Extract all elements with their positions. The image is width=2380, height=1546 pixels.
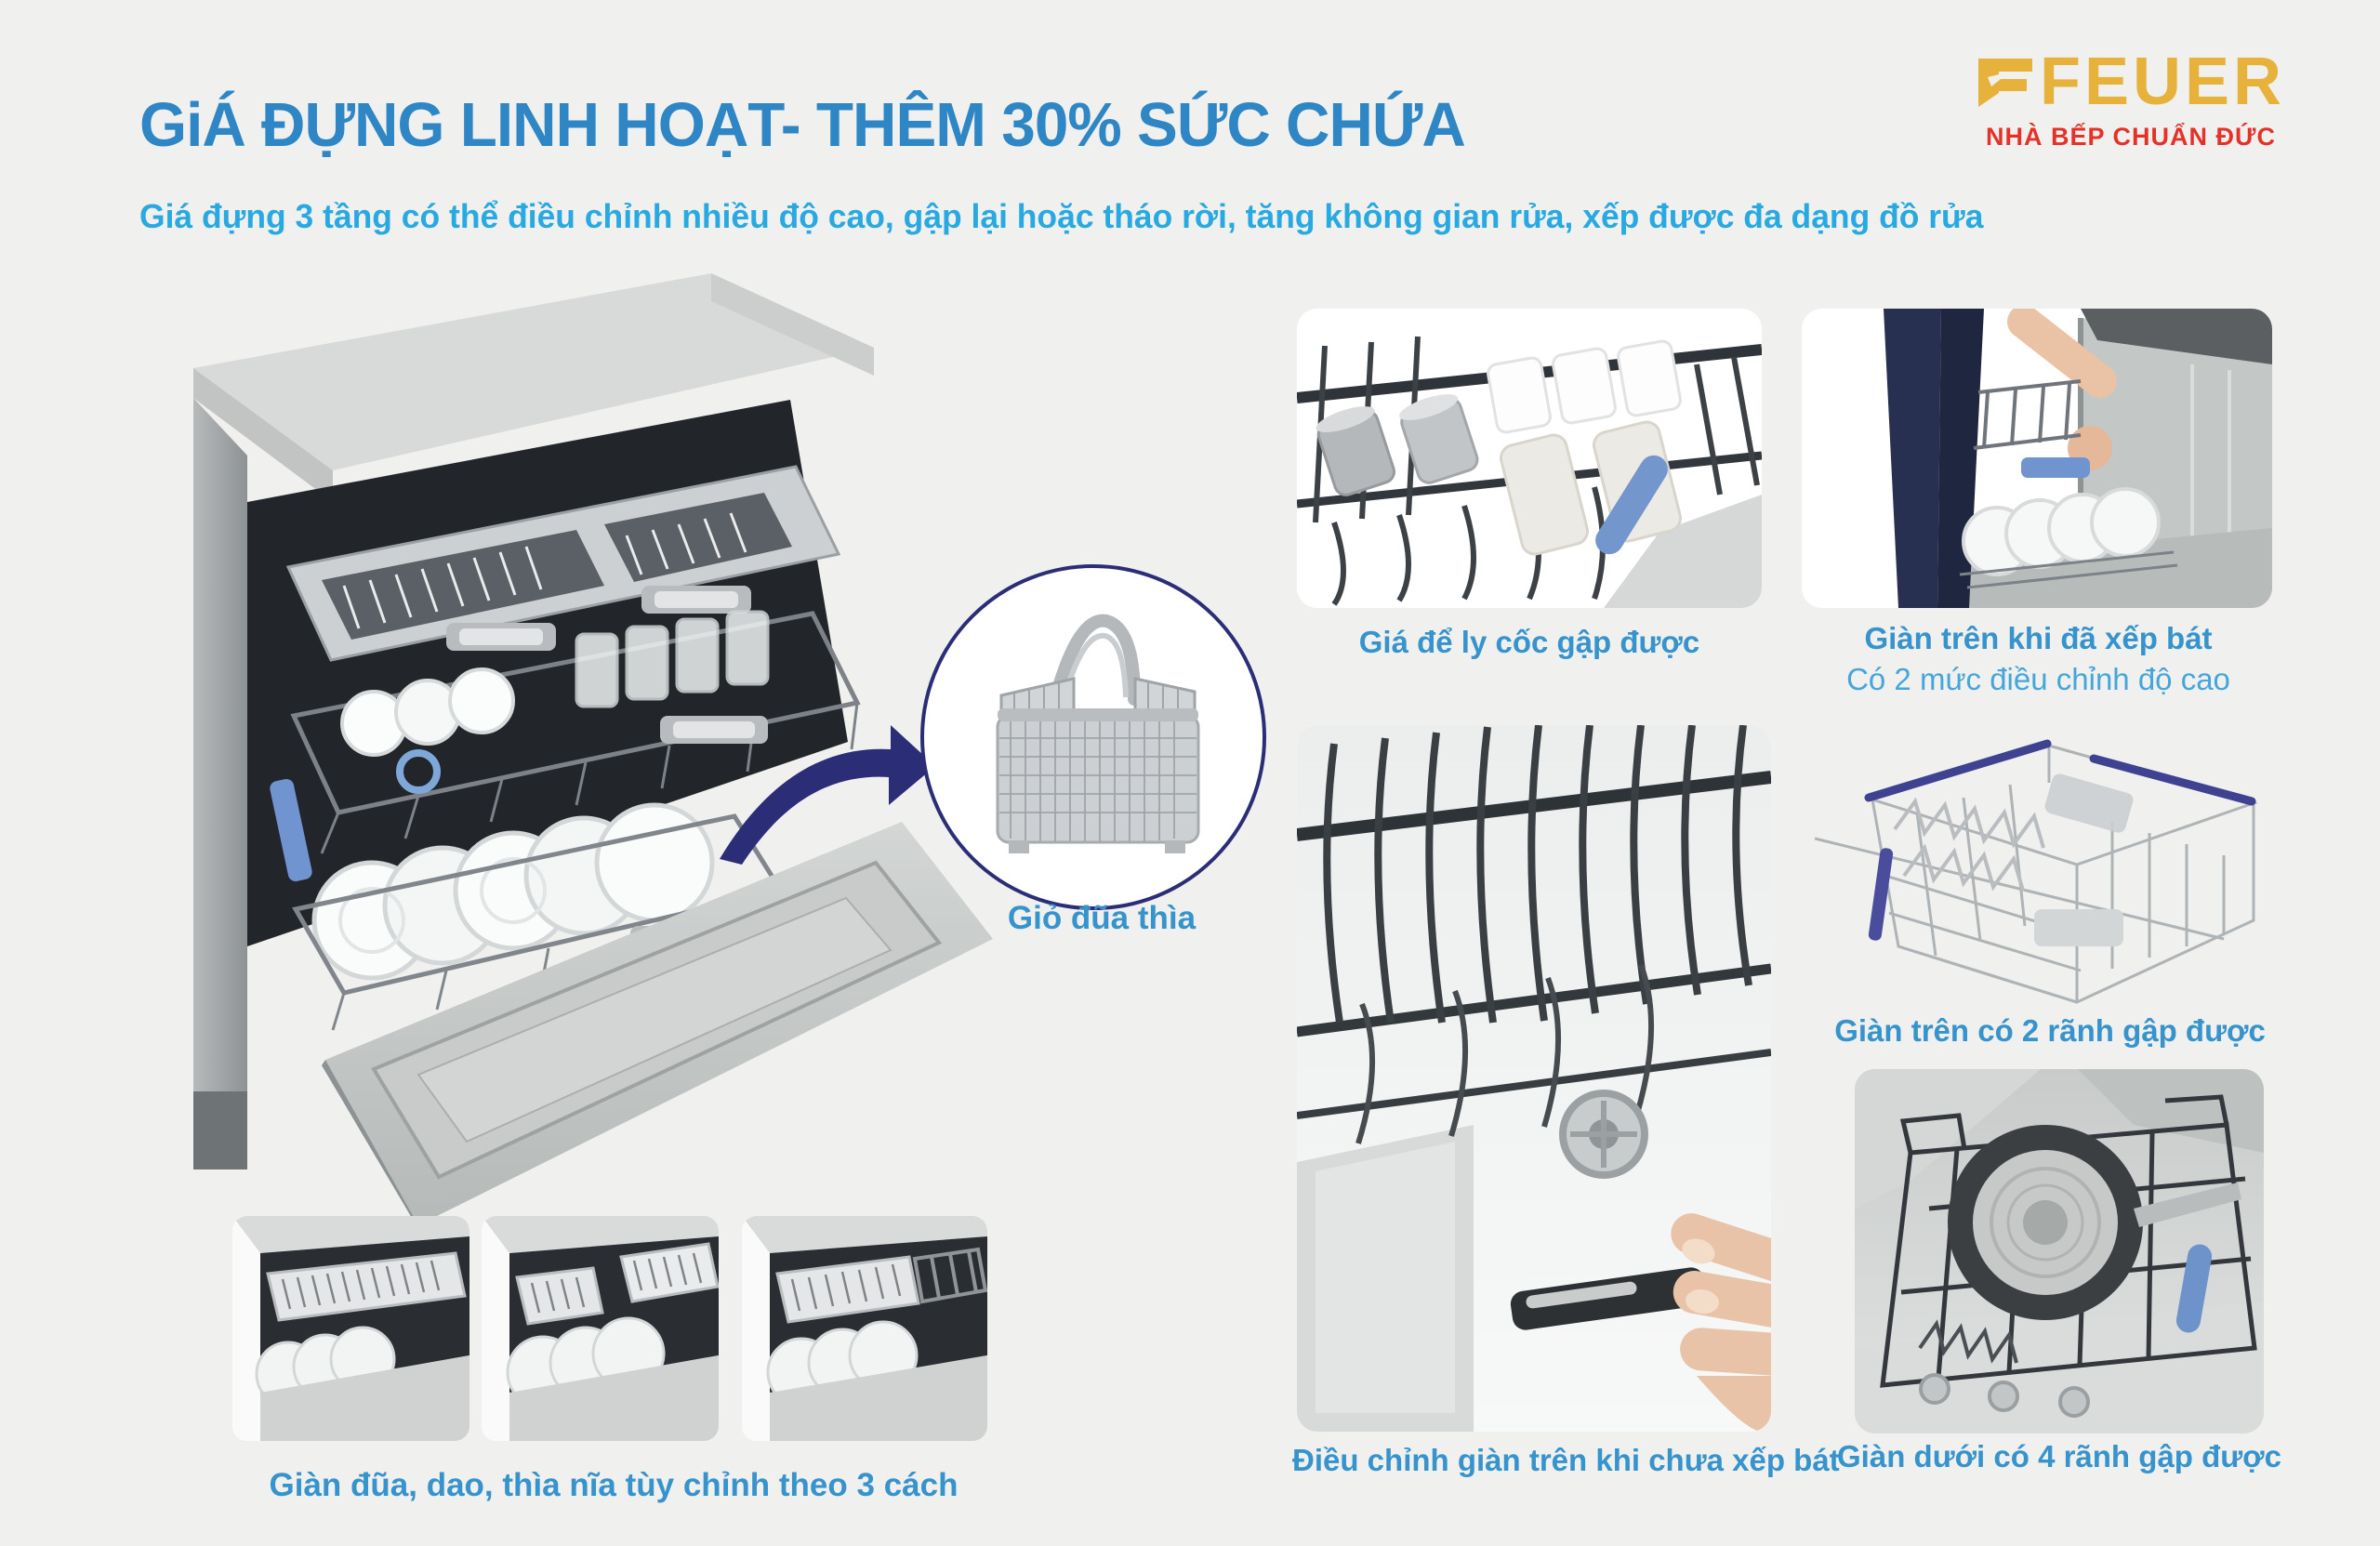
caption-cup-rack: Giá để ly cốc gập được — [1358, 625, 1700, 659]
subcaption-upper-rack-loaded: Có 2 mức điều chỉnh độ cao — [1846, 662, 2230, 696]
cutlery-config-photo-3 — [742, 1216, 987, 1441]
main-dishwasher-photo — [139, 258, 999, 1230]
page-subtitle: Giá đựng 3 tầng có thể điều chỉnh nhiều … — [139, 197, 1984, 235]
caption-upper-rack-2-fold: Giàn trên có 2 rãnh gập được — [1834, 1013, 2266, 1048]
worktop — [193, 273, 874, 470]
feuer-f-icon — [1977, 53, 2034, 111]
feature-photo-lower-rack-4-fold — [1855, 1069, 2264, 1434]
brand-tagline: NHÀ BẾP CHUẨN ĐỨC — [1986, 123, 2276, 151]
brand-logo-text: FEUER — [2039, 45, 2286, 119]
callout-arrow-icon — [708, 681, 941, 866]
caption-adjust-empty: Điều chỉnh giàn trên khi chưa xếp bát — [1292, 1443, 1840, 1477]
cutlery-config-photo-1 — [232, 1216, 469, 1441]
feature-photo-cup-rack — [1297, 309, 1762, 608]
cutlery-config-photo-2 — [482, 1216, 719, 1441]
feature-photo-adjust-empty — [1297, 725, 1771, 1432]
cutlery-basket-callout — [916, 560, 1271, 915]
brand-logo-wordmark: FEUER — [1936, 48, 2326, 115]
caption-cutlery-3-ways: Giàn đũa, dao, thìa nĩa tùy chỉnh theo 3… — [269, 1467, 959, 1503]
brand-logo: FEUER NHÀ BẾP CHUẨN ĐỨC — [1936, 48, 2326, 152]
caption-lower-rack-4-fold: Giàn dưới có 4 rãnh gập được — [1837, 1439, 2281, 1473]
caption-cutlery-basket: Giỏ đũa thìa — [1007, 900, 1197, 936]
caption-upper-rack-loaded: Giàn trên khi đã xếp bát — [1864, 621, 2213, 655]
feature-render-upper-rack-2-fold — [1814, 727, 2284, 1006]
feature-photo-upper-rack-loaded — [1802, 309, 2272, 608]
page-title: GiÁ ĐỰNG LINH HOẠT- THÊM 30% SỨC CHỨA — [139, 90, 1466, 160]
